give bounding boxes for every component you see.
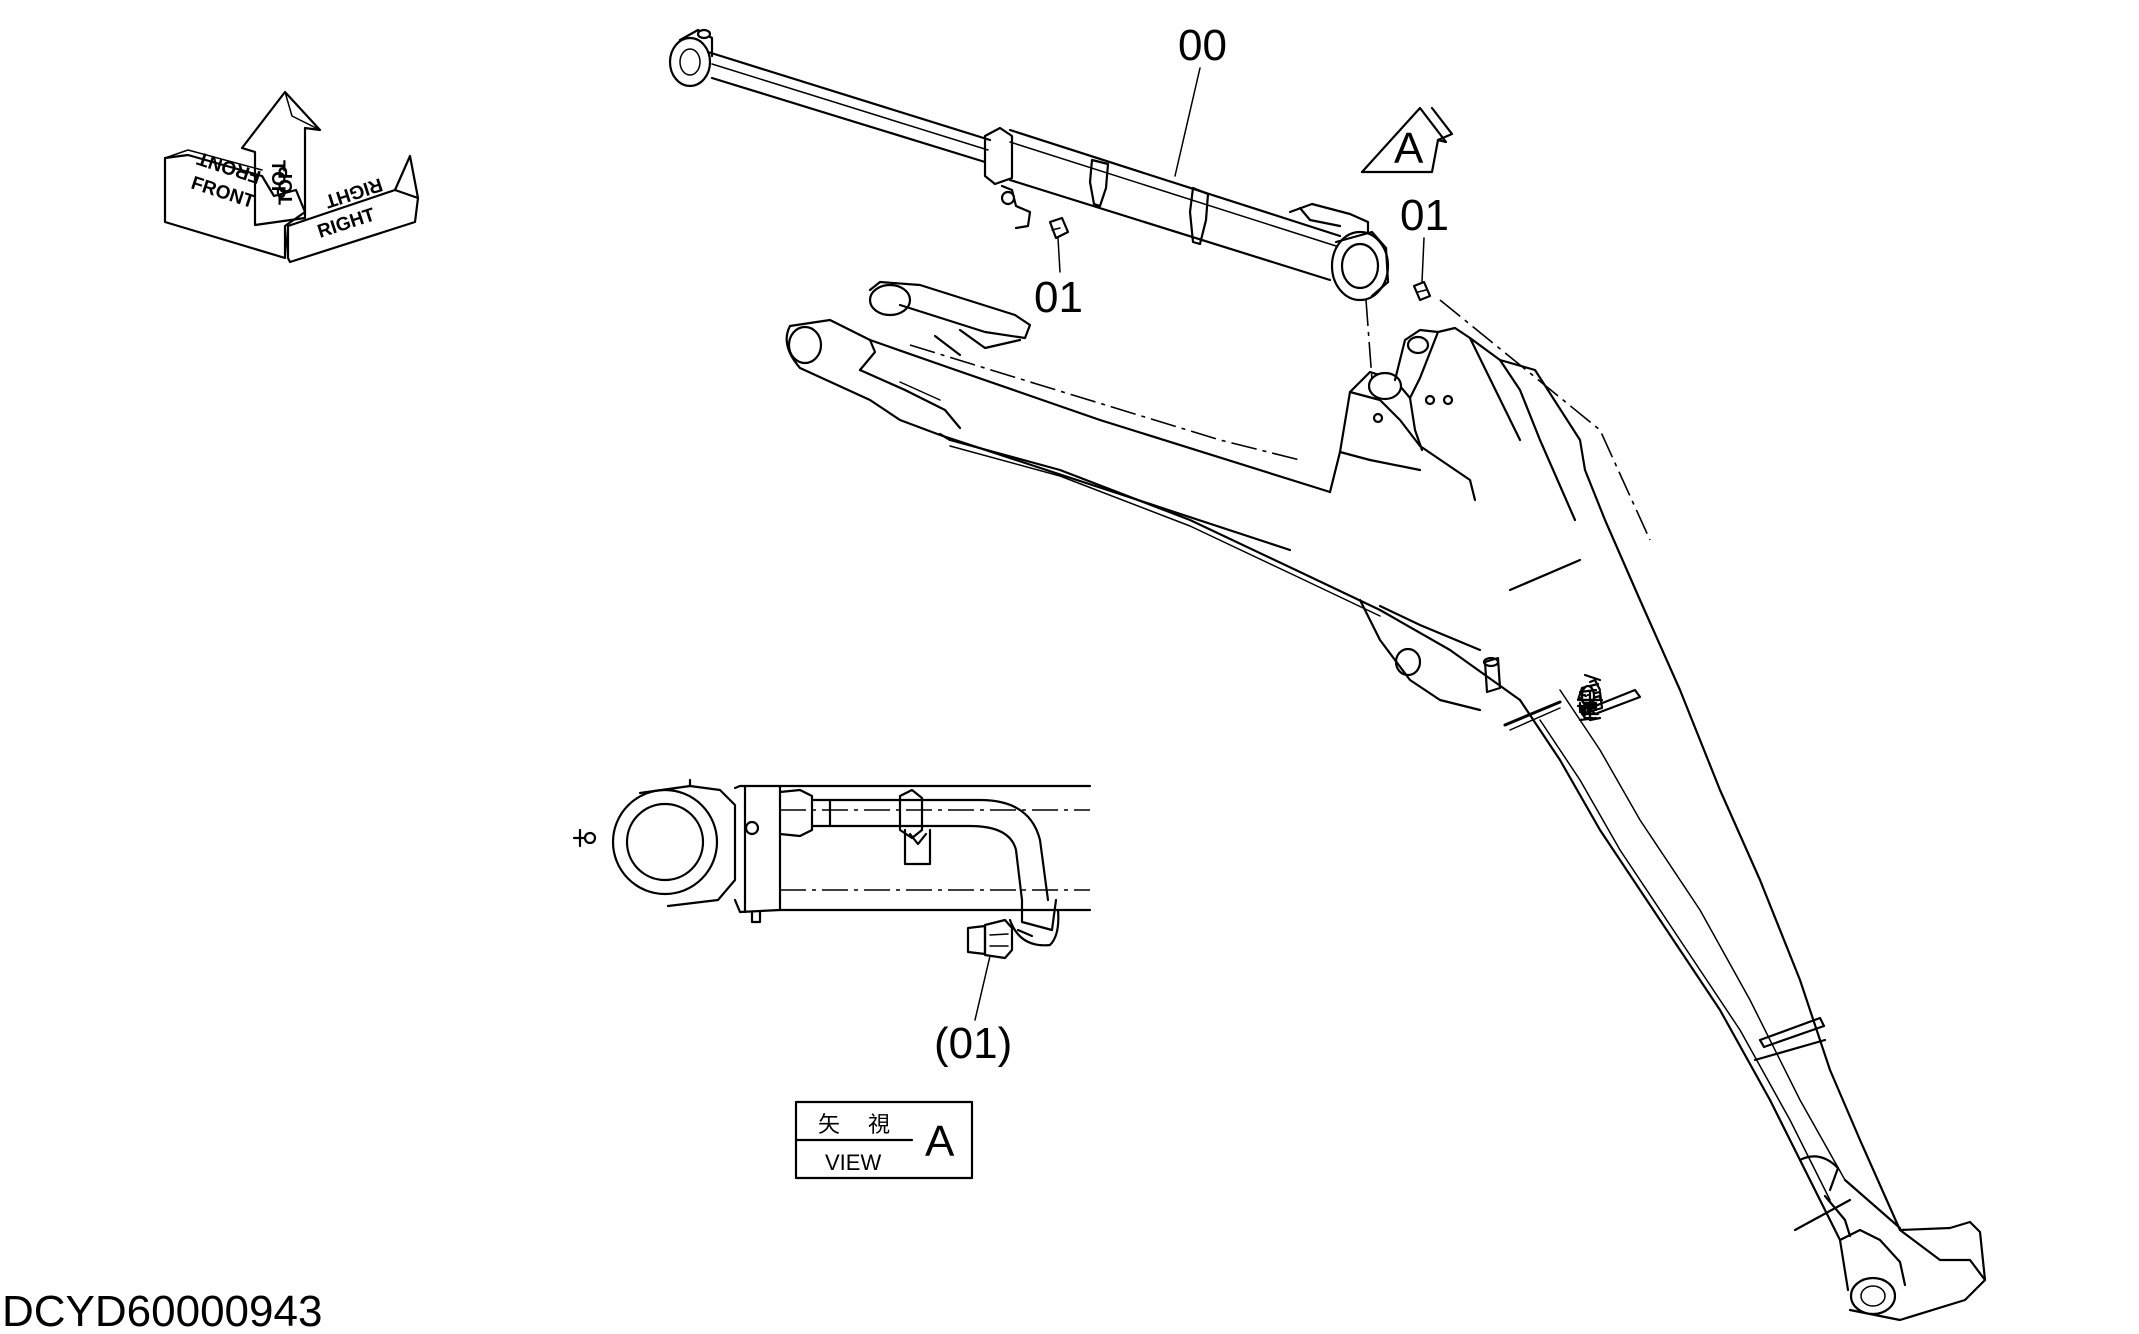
view-direction-marker: A [1360, 106, 1454, 174]
leader-fitting-head [1421, 237, 1425, 283]
front-arrow-shape [163, 153, 307, 260]
top-label-mirror: TOP [276, 166, 297, 205]
callout-cylinder: 00 [1178, 21, 1227, 70]
view-a-label-box: 矢 視 VIEW A [794, 1100, 974, 1180]
arm-centerlines [909, 299, 1651, 541]
piston-rod [706, 50, 992, 164]
detail-fitting [983, 918, 1014, 960]
leader-fitting-detail [974, 955, 991, 1021]
excavator-arm [785, 280, 1987, 1322]
assembly-centerline [1365, 299, 1373, 381]
boom-tip-pin [1849, 1276, 1897, 1316]
cylinder-barrel [1008, 128, 1342, 282]
callouts: 00 01 01 (01) [934, 21, 1449, 1068]
view-letter: A [925, 1117, 955, 1166]
arm-top-edge [785, 324, 1292, 552]
view-jp-char-1: 矢 [818, 1113, 840, 1138]
callout-fitting-rod: 01 [1034, 273, 1083, 322]
callout-fitting-detail: (01) [934, 1019, 1012, 1068]
detail-view-a [572, 778, 1092, 960]
orientation-arrow-symbol: FRONT FRONT TOP TOP RIGHT RIGHT [163, 90, 420, 264]
boom-upper-edge [1583, 468, 1987, 1322]
leader-cylinder [1174, 67, 1201, 177]
right-label-mirror: RIGHT [322, 173, 385, 211]
document-id: DCYD60000943 [2, 1287, 322, 1334]
view-jp-char-2: 視 [868, 1113, 890, 1138]
right-arrow-tip [393, 154, 420, 200]
callout-fitting-head: 01 [1400, 191, 1449, 240]
tag-plate-lower [1758, 1016, 1826, 1049]
detail-barrel [778, 784, 1092, 912]
rod-eye [668, 36, 712, 88]
hydraulic-cylinder [668, 28, 1432, 302]
detail-pipe [828, 798, 1050, 902]
tag-plate-upper [1588, 688, 1642, 716]
top-arrow-shape [240, 90, 322, 227]
arm-bottom-edge [948, 438, 1522, 702]
view-marker-letter: A [1394, 124, 1424, 173]
view-label: VIEW [825, 1150, 881, 1175]
top-label: TOP [267, 160, 288, 199]
boom-lower-edge [1518, 698, 1850, 1292]
leader-fitting-rod [1057, 237, 1061, 273]
